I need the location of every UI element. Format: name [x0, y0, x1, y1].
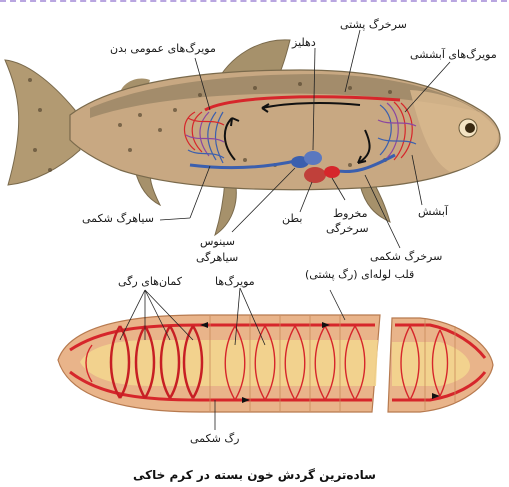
fish-ventricle [304, 167, 326, 183]
label-ventral-vessel: رگ شکمی [190, 432, 239, 445]
fish-conus [324, 166, 340, 178]
label-body-capillaries: مویرگ‌های عمومی بدن [110, 42, 216, 55]
label-sinus-line1: سینوس [200, 235, 235, 248]
label-gill: آبشش [418, 205, 448, 218]
label-tubular-heart: قلب لوله‌ای (رگ پشتی) [305, 268, 414, 281]
label-ventral-aorta: سرخرگ شکمی [370, 250, 442, 263]
label-ventricle: بطن [282, 212, 302, 225]
label-dorsal-aorta: سرخرگ پشتی [340, 18, 407, 31]
fish-tail [5, 60, 80, 185]
label-sinus-line2: سیاهرگی [196, 251, 238, 264]
label-conus-line1: مخروط [333, 207, 368, 220]
label-capillaries: مویرگ‌ها [215, 275, 255, 288]
label-ventral-vein: سیاهرگ شکمی [82, 212, 154, 225]
label-aortic-arches: کمان‌های رگی [118, 275, 182, 288]
label-conus-line2: سرخرگی [326, 222, 369, 235]
fish-pupil [465, 123, 475, 133]
label-gill-capillaries: مویرگ‌های آبششی [410, 48, 497, 61]
label-atrium: دهلیز [292, 36, 316, 49]
figure-caption: ساده‌ترین گردش خون بسته در کرم خاکی [0, 468, 509, 482]
worm-illustration [58, 315, 493, 412]
fish-atrium [304, 151, 322, 165]
